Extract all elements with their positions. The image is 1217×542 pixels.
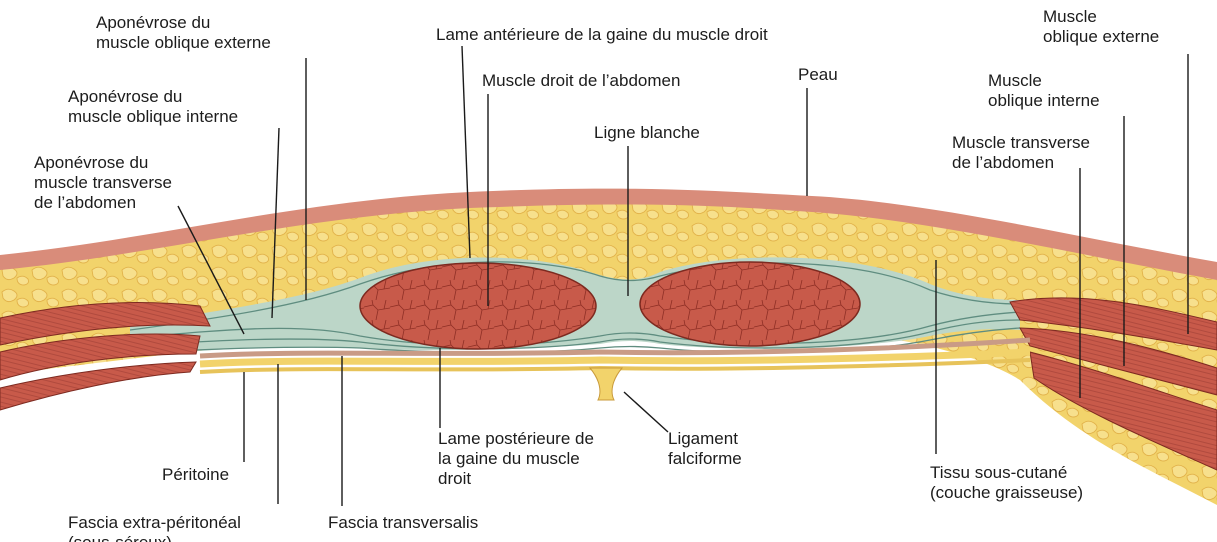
label-peritoine: Péritoine	[162, 465, 229, 484]
lame-posterieure-line-0: Lame postérieure de	[438, 429, 594, 448]
label-fascia-transversalis: Fascia transversalis	[328, 513, 478, 532]
apo-oblique-externe-line-1: muscle oblique externe	[96, 33, 271, 52]
label-fascia-extra-peritoneal: Fascia extra-péritonéal(sous-séreux)	[68, 513, 241, 542]
fascia-extra-peritoneal-line-0: Fascia extra-péritonéal	[68, 513, 241, 532]
peau-line-0: Peau	[798, 65, 838, 84]
label-muscle-droit: Muscle droit de l’abdomen	[482, 71, 680, 90]
apo-oblique-interne-line-0: Aponévrose du	[68, 87, 182, 106]
muscle-transverse-line-0: Muscle transverse	[952, 133, 1090, 152]
apo-transverse-line-0: Aponévrose du	[34, 153, 148, 172]
ligne-blanche-line-0: Ligne blanche	[594, 123, 700, 142]
lame-posterieure-line-1: la gaine du muscle	[438, 449, 580, 468]
label-lame-anterieure: Lame antérieure de la gaine du muscle dr…	[436, 25, 768, 44]
label-tissu-sous-cutane: Tissu sous-cutané(couche graisseuse)	[930, 463, 1083, 502]
rectus-muscle-right	[640, 262, 860, 346]
muscle-oblique-interne-line-1: oblique interne	[988, 91, 1100, 110]
falciform-ligament	[590, 368, 622, 400]
fascia-transversalis-line-0: Fascia transversalis	[328, 513, 478, 532]
left-lateral-muscles	[0, 303, 210, 410]
rectus-muscle-left	[360, 263, 596, 349]
ligament-falciforme-line-0: Ligament	[668, 429, 738, 448]
tissu-sous-cutane-line-1: (couche graisseuse)	[930, 483, 1083, 502]
muscle-oblique-externe-line-1: oblique externe	[1043, 27, 1159, 46]
apo-transverse-line-1: muscle transverse	[34, 173, 172, 192]
peritoine-line-0: Péritoine	[162, 465, 229, 484]
lame-anterieure-line-0: Lame antérieure de la gaine du muscle dr…	[436, 25, 768, 44]
tissu-sous-cutane-line-0: Tissu sous-cutané	[930, 463, 1067, 482]
apo-oblique-externe-line-0: Aponévrose du	[96, 13, 210, 32]
muscle-oblique-externe-line-0: Muscle	[1043, 7, 1097, 26]
label-peau: Peau	[798, 65, 838, 84]
apo-oblique-interne-line-1: muscle oblique interne	[68, 107, 238, 126]
muscle-transverse-line-1: de l’abdomen	[952, 153, 1054, 172]
apo-transverse-line-2: de l’abdomen	[34, 193, 136, 212]
lame-posterieure-line-2: droit	[438, 469, 471, 488]
muscle-oblique-interne-line-0: Muscle	[988, 71, 1042, 90]
ligament-falciforme-line-1: falciforme	[668, 449, 742, 468]
label-ligne-blanche: Ligne blanche	[594, 123, 700, 142]
muscle-droit-line-0: Muscle droit de l’abdomen	[482, 71, 680, 90]
fascia-extra-peritoneal-line-1: (sous-séreux)	[68, 533, 172, 542]
